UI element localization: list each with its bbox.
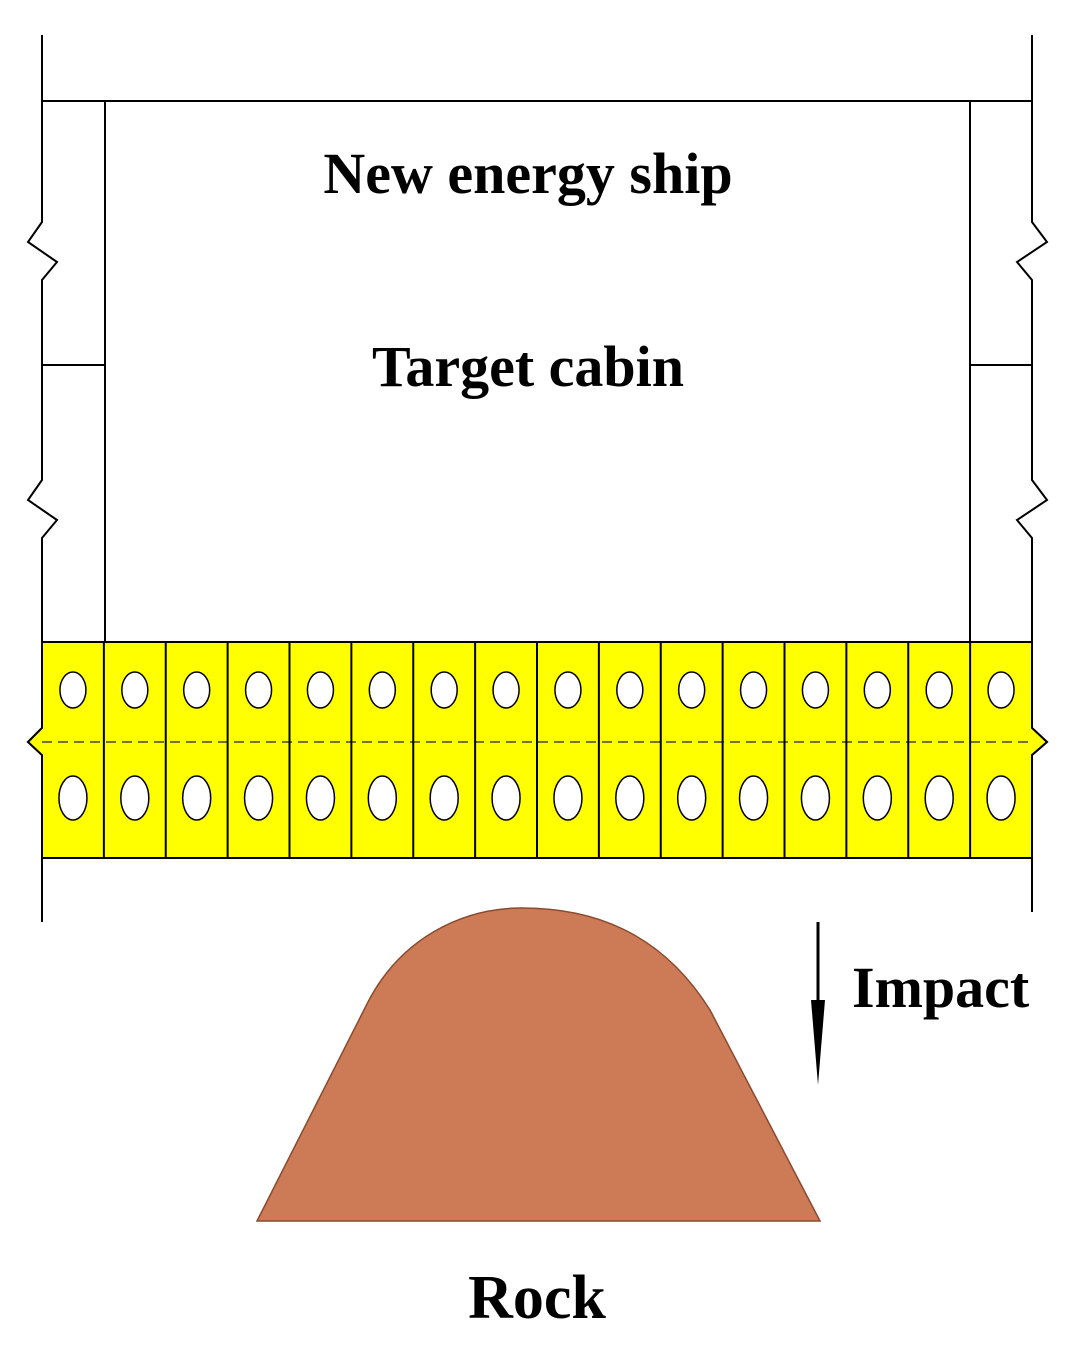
- lightening-hole: [244, 671, 273, 709]
- lightening-hole: [739, 671, 768, 709]
- lightening-hole: [801, 671, 830, 709]
- rock-label: Rock: [468, 1264, 606, 1332]
- rock-shape: [255, 907, 822, 1222]
- lightening-hole: [429, 775, 459, 821]
- lightening-hole: [615, 775, 645, 821]
- lightening-hole: [677, 671, 706, 709]
- lightening-hole: [987, 671, 1015, 709]
- lightening-hole: [491, 775, 521, 821]
- lightening-hole: [243, 775, 274, 821]
- lightening-hole: [616, 671, 644, 709]
- double-bottom: [26, 641, 1049, 859]
- lightening-hole: [738, 775, 769, 821]
- lightening-hole: [59, 671, 87, 709]
- lightening-hole: [676, 775, 707, 821]
- lightening-hole: [367, 775, 398, 821]
- lightening-hole: [554, 671, 582, 709]
- lightening-hole: [925, 671, 953, 709]
- lightening-hole: [492, 671, 520, 709]
- lightening-hole: [986, 775, 1016, 821]
- lightening-hole: [553, 775, 583, 821]
- lightening-hole: [430, 671, 458, 709]
- arrow-down-icon: [811, 922, 825, 1085]
- lightening-hole: [121, 671, 149, 709]
- double-bottom-cells: [58, 642, 1016, 858]
- lightening-hole: [800, 775, 831, 821]
- lightening-hole: [368, 671, 397, 709]
- ship-label: New energy ship: [323, 141, 732, 206]
- lightening-hole: [58, 775, 88, 821]
- lightening-hole: [305, 775, 336, 821]
- lightening-hole: [181, 775, 212, 821]
- cabin-label: Target cabin: [372, 334, 684, 399]
- lightening-hole: [862, 775, 893, 821]
- lightening-hole: [182, 671, 211, 709]
- impact-label: Impact: [852, 955, 1030, 1020]
- lightening-hole: [924, 775, 954, 821]
- lightening-hole: [120, 775, 150, 821]
- lightening-hole: [863, 671, 892, 709]
- lightening-hole: [306, 671, 335, 709]
